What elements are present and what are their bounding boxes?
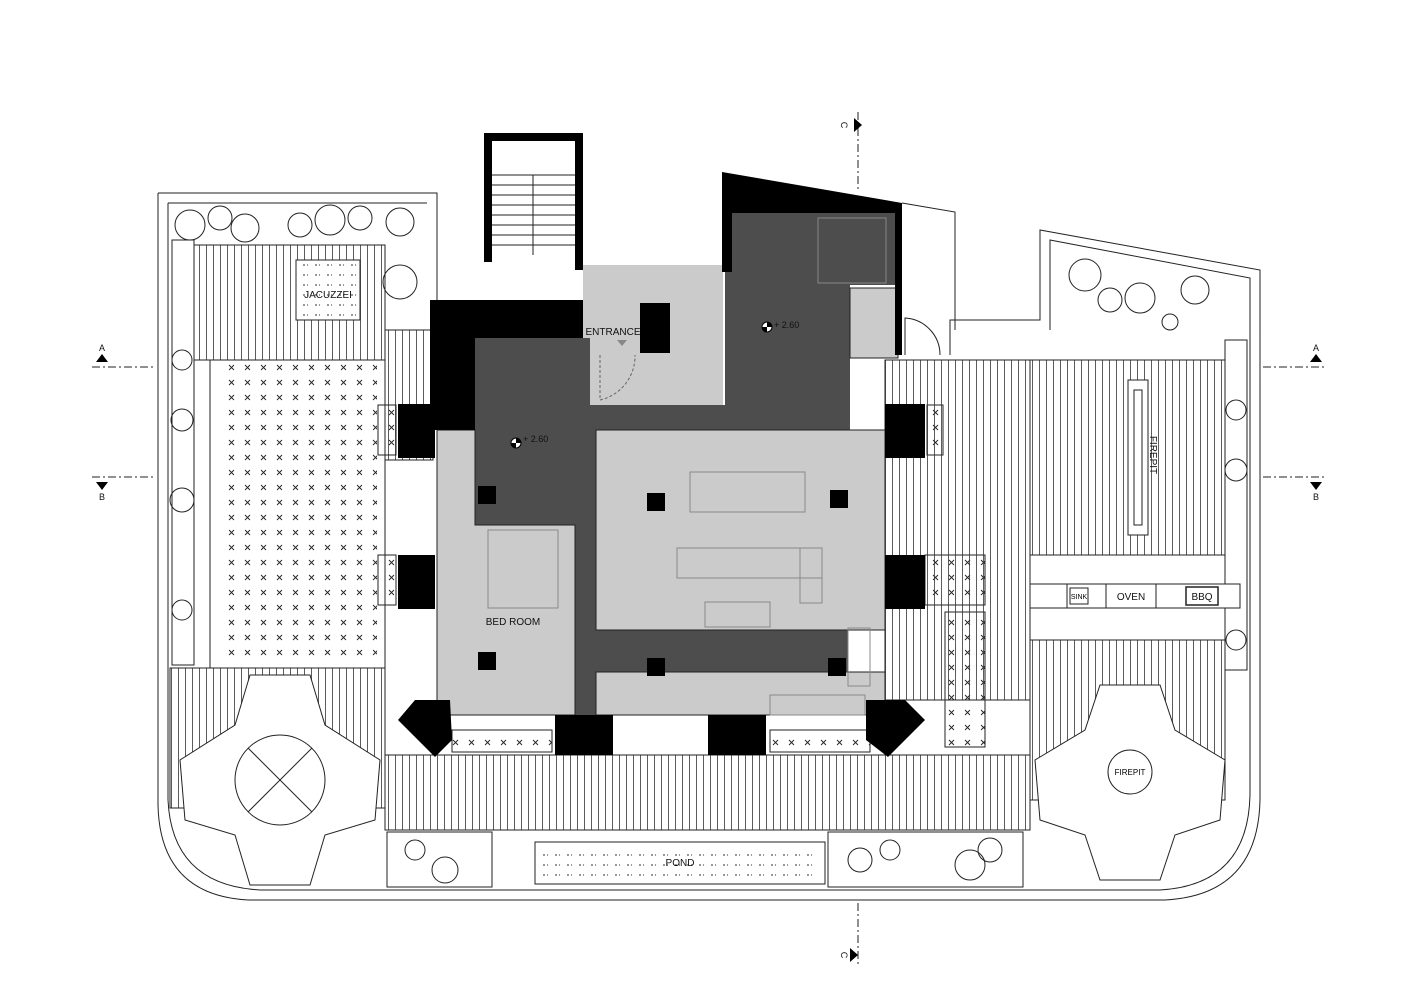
sink-label: SINK: [1071, 594, 1088, 601]
planter-left-column: [171, 239, 195, 666]
level-marker-1: + 2.60: [761, 320, 799, 333]
terrace-boundary-inner: [167, 202, 1251, 891]
planter-small-1: [377, 404, 397, 456]
staircase: [492, 174, 575, 255]
planter-right-column: [1224, 339, 1248, 671]
firepit-bar-label: FIREPIT: [1147, 436, 1158, 474]
entrance-label: ENTRANCE: [585, 327, 640, 338]
jacuzzi-label: JACUZZEI: [304, 290, 352, 301]
planter-bottom-1: [451, 729, 553, 753]
section-a-right-label: A: [1313, 343, 1319, 353]
section-c-bottom: C: [839, 948, 858, 962]
living-floor: [595, 429, 886, 631]
walls: [398, 133, 925, 757]
pond: POND: [534, 841, 826, 885]
planter-small-2: [377, 554, 397, 606]
level-marker-2: + 2.60: [510, 434, 548, 449]
section-b-right: B: [1310, 482, 1322, 502]
furniture: [487, 217, 887, 716]
section-b-left: B: [96, 482, 108, 502]
bedroom-label: BED ROOM: [486, 617, 540, 628]
service-room: [849, 287, 899, 359]
section-b-right-label: B: [1313, 492, 1319, 502]
pavilion-left: [179, 674, 381, 886]
entrance-door: [599, 354, 636, 401]
entrance-arrow-icon: [617, 340, 627, 346]
jacuzzi: JACUZZEI: [295, 259, 361, 321]
side-wall: [901, 202, 956, 330]
section-a-right: A: [1310, 343, 1322, 362]
trees: [169, 204, 1248, 884]
planter-bottom-2: [769, 729, 871, 753]
lower-floor: [595, 671, 886, 716]
firepit-round: FIREPIT: [1034, 684, 1226, 881]
section-c-bottom-label: C: [839, 952, 849, 959]
planter-bottom-left: [386, 831, 493, 888]
section-a-left: A: [96, 343, 108, 362]
bbq-label: BBQ: [1191, 592, 1212, 603]
pond-label: POND: [666, 858, 695, 869]
level-label-1: + 2.60: [774, 320, 799, 330]
oven-label: OVEN: [1117, 592, 1145, 603]
section-c-top-label: C: [839, 122, 849, 129]
section-b-left-label: B: [99, 492, 105, 502]
firepit-round-label: FIREPIT: [1115, 768, 1146, 777]
dark-floor: [475, 213, 900, 715]
section-c-top: C: [839, 118, 862, 132]
outdoor-kitchen: SINK OVEN BBQ: [1029, 583, 1241, 609]
cross-pattern: [222, 362, 377, 664]
terrace-boundary: [157, 192, 1261, 901]
service-door: [904, 317, 941, 356]
planter-bottom-right: [827, 831, 1024, 888]
level-label-2: + 2.60: [523, 434, 548, 444]
deck-bottom: [384, 754, 1031, 831]
firepit-bar: FIREPIT: [1127, 379, 1158, 536]
section-a-left-label: A: [99, 343, 105, 353]
